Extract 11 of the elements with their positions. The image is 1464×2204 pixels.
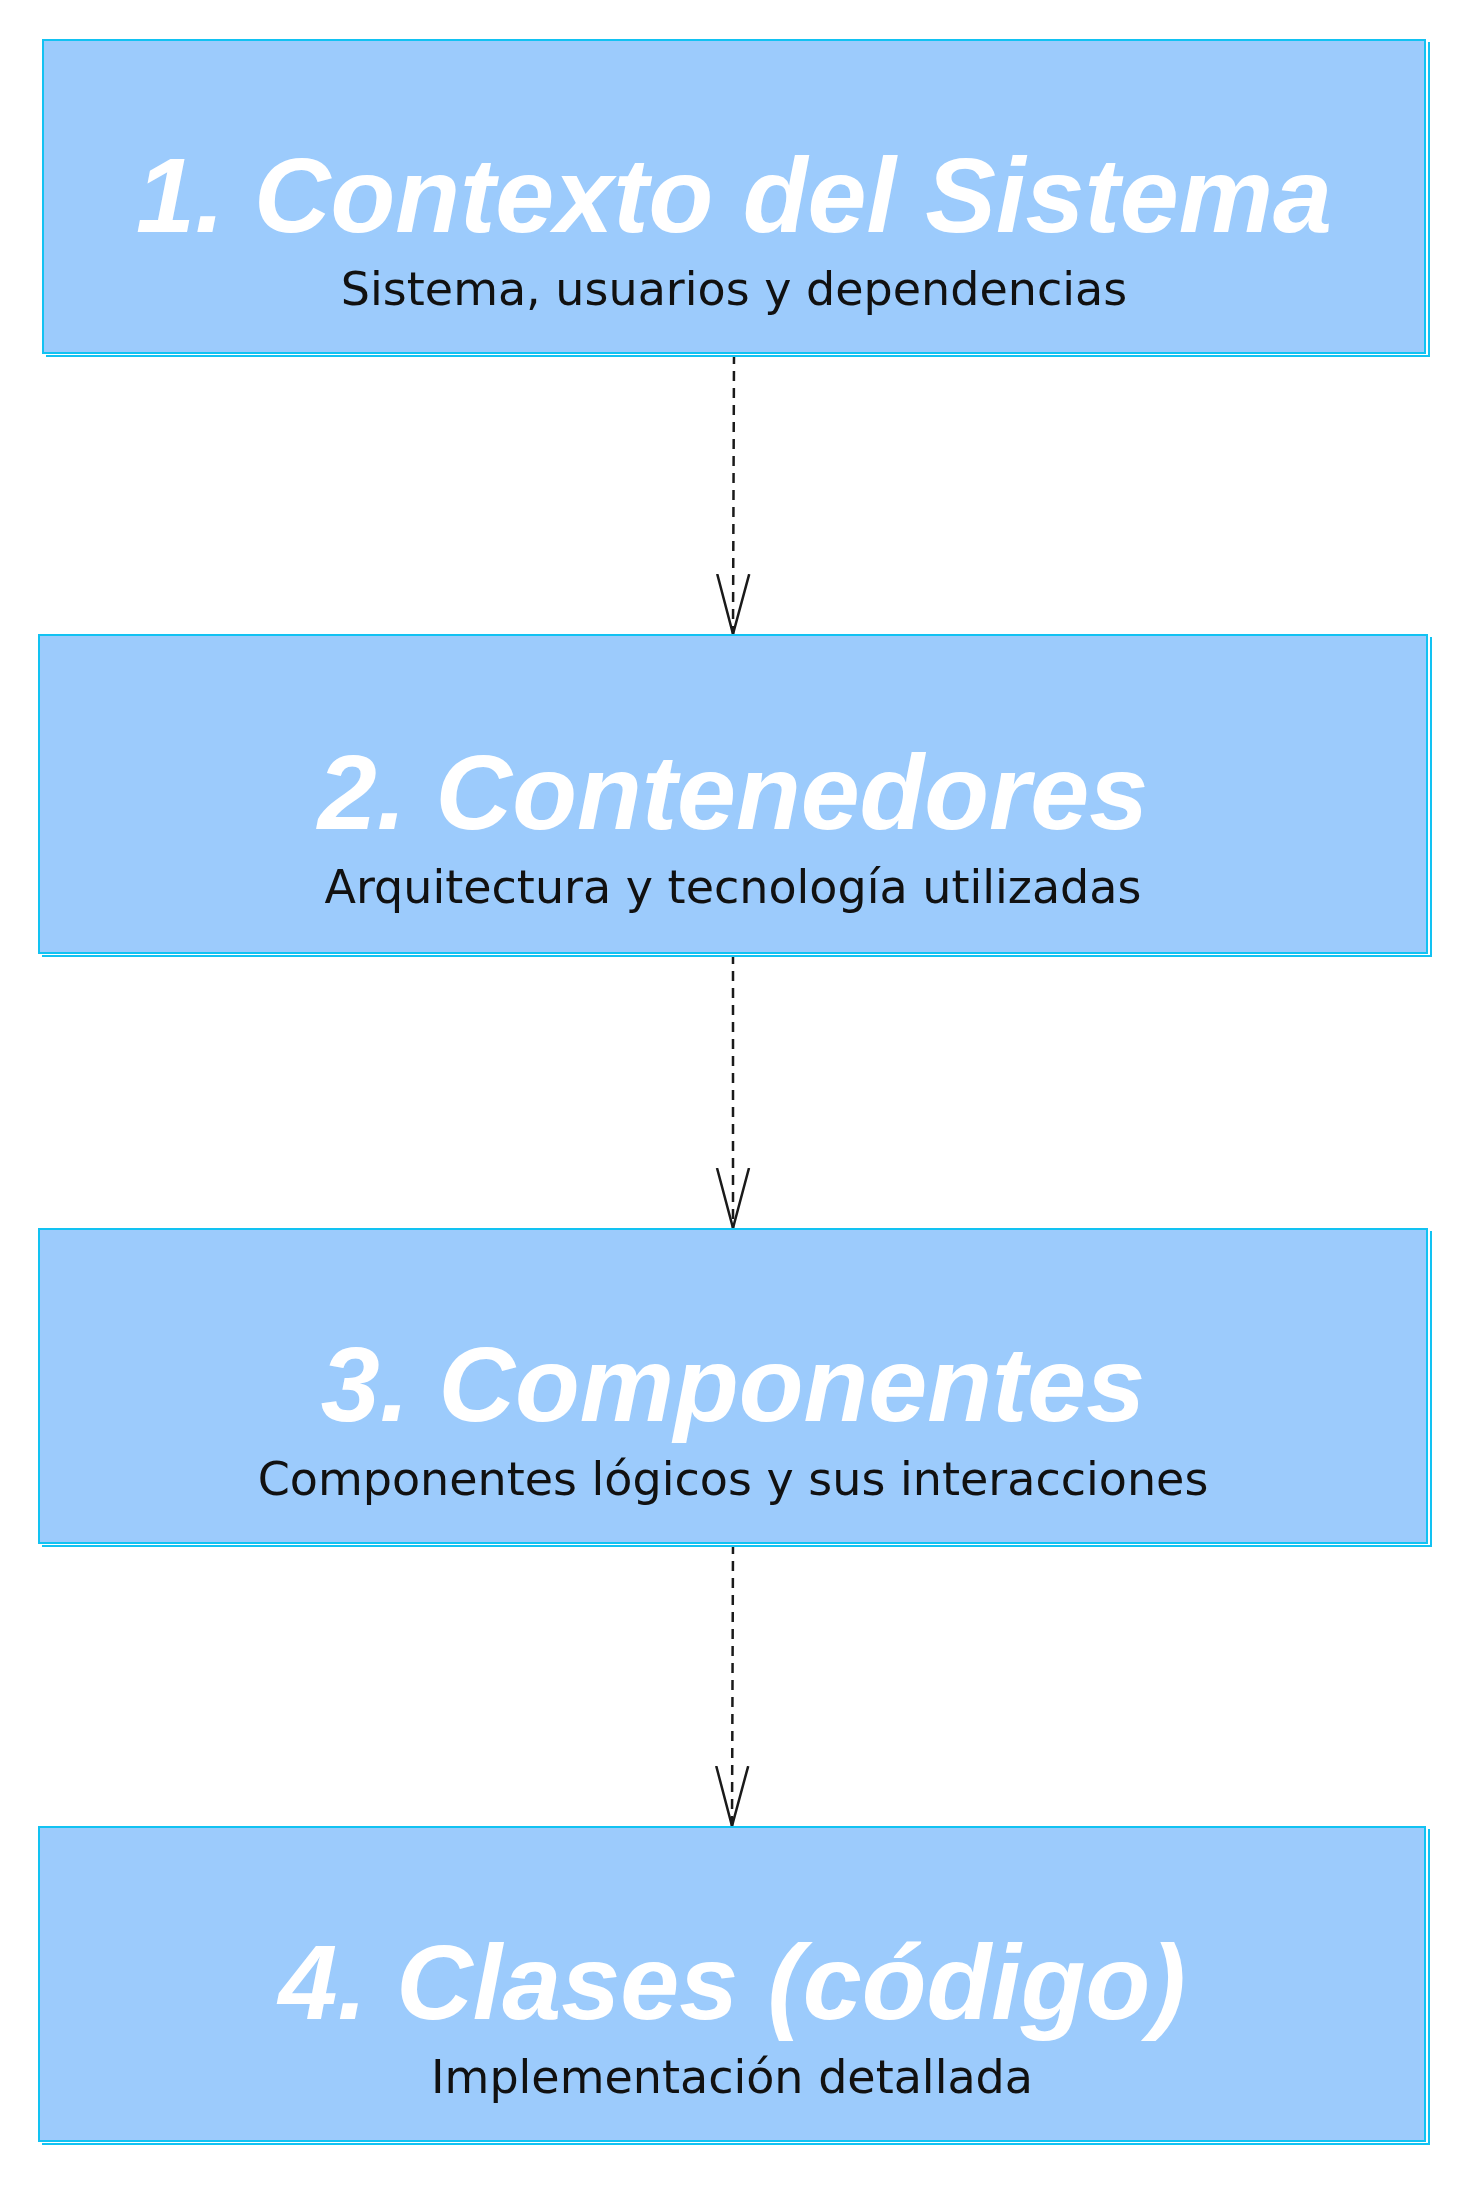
level-description: Arquitectura y tecnología utilizadas — [324, 859, 1142, 915]
level-title: 4. Clases (código) — [278, 1923, 1186, 2042]
dashed-arrow — [714, 1544, 750, 1828]
dashed-arrow — [715, 954, 751, 1230]
level-title: 1. Contexto del Sistema — [136, 135, 1332, 255]
level-title: 2. Contenedores — [317, 733, 1149, 852]
level-description: Implementación detallada — [431, 2049, 1033, 2105]
dashed-arrow — [715, 354, 751, 636]
level-title: 3. Componentes — [320, 1325, 1146, 1444]
level-description: Componentes lógicos y sus interacciones — [257, 1451, 1209, 1507]
level-description: Sistema, usuarios y dependencias — [340, 262, 1128, 318]
